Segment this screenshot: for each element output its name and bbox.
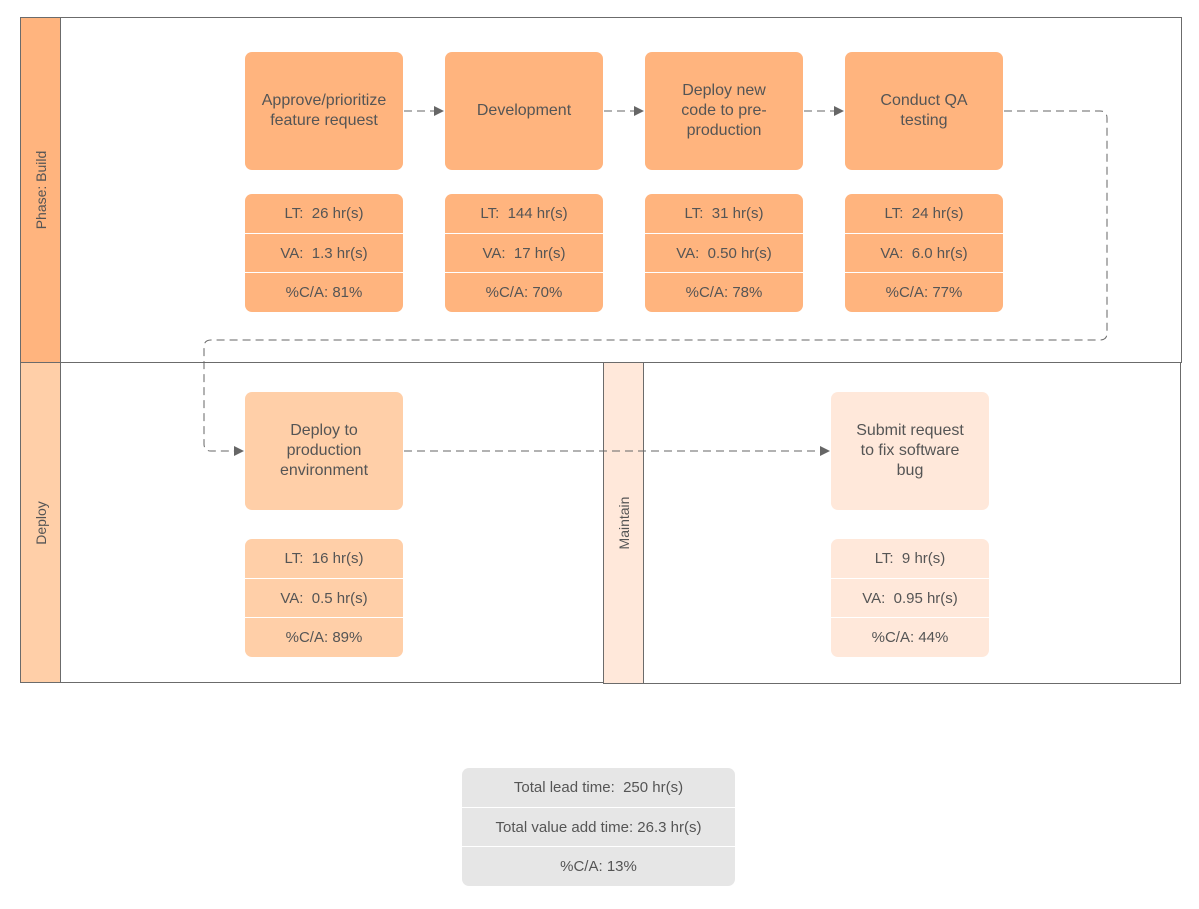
process-label: Deploy to production environment bbox=[279, 422, 369, 479]
process-development: Development bbox=[445, 52, 603, 170]
metric-complete-accurate: %C/A: 78% bbox=[645, 272, 803, 312]
total-value-add-time: Total value add time: 26.3 hr(s) bbox=[462, 806, 735, 847]
metric-value-add: VA: 1.3 hr(s) bbox=[245, 232, 403, 273]
process-approve-feature-request: Approve/prioritize feature request bbox=[245, 52, 403, 170]
total-lead-time: Total lead time: 250 hr(s) bbox=[513, 778, 684, 796]
metric-complete-accurate: %C/A: 77% bbox=[845, 272, 1003, 312]
metric-complete-accurate: %C/A: 44% bbox=[831, 617, 989, 657]
metric-value-add: VA: 0.95 hr(s) bbox=[831, 577, 989, 618]
metrics-production: LT: 16 hr(s) VA: 0.5 hr(s) %C/A: 89% bbox=[245, 539, 403, 657]
process-label: Approve/prioritize feature request bbox=[261, 92, 387, 129]
lane-header-maintain: Maintain bbox=[603, 362, 644, 684]
metrics-preprod: LT: 31 hr(s) VA: 0.50 hr(s) %C/A: 78% bbox=[645, 194, 803, 312]
process-deploy-production: Deploy to production environment bbox=[245, 392, 403, 510]
metrics-qa: LT: 24 hr(s) VA: 6.0 hr(s) %C/A: 77% bbox=[845, 194, 1003, 312]
metric-value-add: VA: 0.5 hr(s) bbox=[245, 577, 403, 618]
process-conduct-qa-testing: Conduct QA testing bbox=[845, 52, 1003, 170]
process-label: Development bbox=[476, 102, 572, 119]
metric-value-add: VA: 6.0 hr(s) bbox=[845, 232, 1003, 273]
metrics-approve: LT: 26 hr(s) VA: 1.3 hr(s) %C/A: 81% bbox=[245, 194, 403, 312]
metric-complete-accurate: %C/A: 81% bbox=[245, 272, 403, 312]
metric-value-add: VA: 17 hr(s) bbox=[445, 232, 603, 273]
total-complete-accurate: %C/A: 13% bbox=[462, 846, 735, 886]
totals-box: Total lead time: 250 hr(s) Total value a… bbox=[462, 768, 735, 886]
lane-label-deploy: Deploy bbox=[32, 500, 49, 545]
metric-lead-time: LT: 16 hr(s) bbox=[284, 549, 364, 567]
metrics-development: LT: 144 hr(s) VA: 17 hr(s) %C/A: 70% bbox=[445, 194, 603, 312]
metric-lead-time: LT: 31 hr(s) bbox=[684, 204, 764, 222]
process-deploy-preproduction: Deploy new code to pre-production bbox=[645, 52, 803, 170]
lane-label-maintain: Maintain bbox=[615, 496, 632, 550]
process-label: Submit request to fix software bug bbox=[856, 422, 964, 479]
metric-lead-time: LT: 9 hr(s) bbox=[874, 549, 946, 567]
process-label: Deploy new code to pre-production bbox=[681, 82, 767, 139]
lane-header-build: Phase: Build bbox=[20, 17, 61, 363]
lane-header-deploy: Deploy bbox=[20, 362, 61, 683]
metric-lead-time: LT: 144 hr(s) bbox=[480, 204, 568, 222]
metric-complete-accurate: %C/A: 70% bbox=[445, 272, 603, 312]
metrics-bugfix: LT: 9 hr(s) VA: 0.95 hr(s) %C/A: 44% bbox=[831, 539, 989, 657]
metric-value-add: VA: 0.50 hr(s) bbox=[645, 232, 803, 273]
metric-lead-time: LT: 26 hr(s) bbox=[284, 204, 364, 222]
process-label: Conduct QA testing bbox=[880, 92, 968, 129]
metric-lead-time: LT: 24 hr(s) bbox=[884, 204, 964, 222]
metric-complete-accurate: %C/A: 89% bbox=[245, 617, 403, 657]
process-submit-bug-fix: Submit request to fix software bug bbox=[831, 392, 989, 510]
lane-label-build: Phase: Build bbox=[32, 150, 49, 230]
